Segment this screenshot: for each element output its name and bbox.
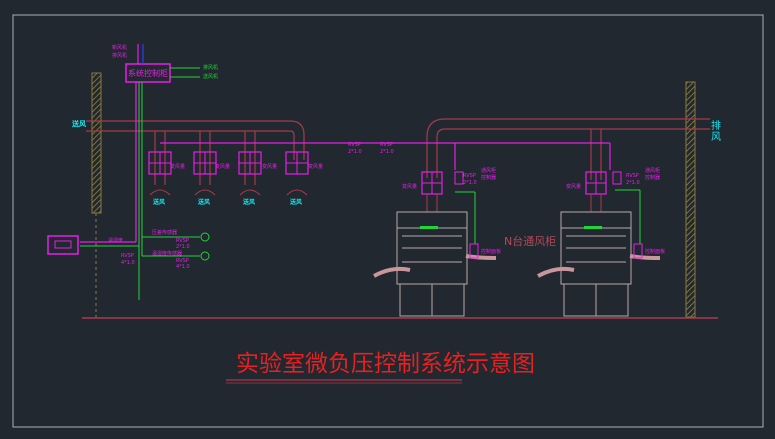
supply-label-2: 送风: [198, 199, 211, 206]
hood-ctrl-note-2: 控制面板: [645, 249, 666, 255]
left-panel-note-1: 温湿度: [108, 238, 124, 244]
controller-top-note-2: 排风机: [112, 53, 128, 59]
control-bus: [80, 82, 611, 243]
exhaust-label: 排风: [711, 121, 723, 143]
supply-branches: [154, 131, 256, 185]
fume-hood-2: [537, 211, 661, 317]
supply-inlet-label: 送风: [72, 120, 86, 128]
sensor-note-1: 压差传感器: [152, 230, 178, 236]
hood-rvsp-1b: 2*1.0: [463, 180, 477, 186]
sensor-note-2: RVSP: [176, 238, 189, 244]
drawing-frame: [12, 14, 764, 428]
damper-label-2: 变风量: [215, 164, 231, 170]
hood-damper-1: [421, 171, 464, 212]
exhaust-label-text: 排风: [711, 121, 721, 143]
sensor-note-4: 温湿度传感器: [152, 251, 183, 257]
supply-duct: [86, 120, 305, 160]
hood-ctrl-note-1: 控制面板: [481, 249, 502, 255]
signal-lines: [80, 82, 641, 300]
supply-label-1: 送风: [153, 199, 166, 206]
pipe-note-1: RVSP: [348, 142, 361, 148]
room-control-panel: [47, 235, 79, 255]
sensor-note-3: 2*1.0: [176, 244, 190, 250]
humidity-sensor-icon: [200, 251, 210, 261]
damper-label-3: 变风量: [262, 164, 278, 170]
exhaust-duct: [426, 118, 710, 180]
hood-side-note-1: 通风柜: [481, 168, 497, 174]
controller-box: [125, 63, 171, 83]
left-panel-note-2: RVSP: [121, 253, 134, 259]
supply-damper-3: [238, 151, 262, 196]
supply-damper-2: [193, 151, 217, 196]
supply-damper-4: [285, 151, 309, 196]
pressure-sensor-icon: [200, 232, 210, 242]
pipe-note-4: 2*1.0: [380, 149, 394, 155]
hood-side-note-1b: 控制器: [481, 175, 497, 181]
diagram-title: 实验室微负压控制系统示意图: [236, 351, 535, 377]
hood-rvsp-1: RVSP: [463, 173, 476, 179]
fume-hood-count-label: N台通风柜: [504, 235, 557, 248]
hood-damper-label-2: 变风量: [566, 184, 582, 190]
hood-damper-label-1: 变风量: [402, 184, 418, 190]
supply-label-3: 送风: [243, 199, 256, 206]
pipe-note-2: 2*1.0: [348, 149, 362, 155]
pipe-note-3: RVSP: [380, 142, 393, 148]
damper-label-1: 变风量: [170, 164, 186, 170]
left-wall: [91, 72, 102, 214]
hood-1-controller: [469, 243, 479, 259]
hood-damper-2: [585, 171, 622, 212]
controller-label: 系统控制柜: [128, 69, 168, 78]
hood-rvsp-2: RVSP: [626, 173, 639, 179]
controller-side-note-1: 排风机: [203, 65, 219, 71]
hood-side-note-2: 通风柜: [645, 168, 661, 174]
hood-rvsp-2b: 2*1.0: [626, 180, 640, 186]
left-panel-note-3: 4*1.0: [121, 260, 135, 266]
sensor-note-5: RVSP: [176, 258, 189, 264]
supply-label-4: 送风: [290, 199, 303, 206]
damper-label-4: 变风量: [308, 164, 324, 170]
right-wall: [685, 81, 696, 318]
fume-hood-1: [373, 211, 497, 317]
hood-2-controller: [633, 243, 643, 259]
controller-top-note-1: 新风机: [112, 45, 128, 51]
sensor-note-6: 4*1.0: [176, 264, 190, 270]
supply-damper-1: [148, 151, 172, 196]
hood-side-note-2b: 控制器: [645, 175, 661, 181]
controller-side-note-2: 送风机: [203, 74, 219, 80]
